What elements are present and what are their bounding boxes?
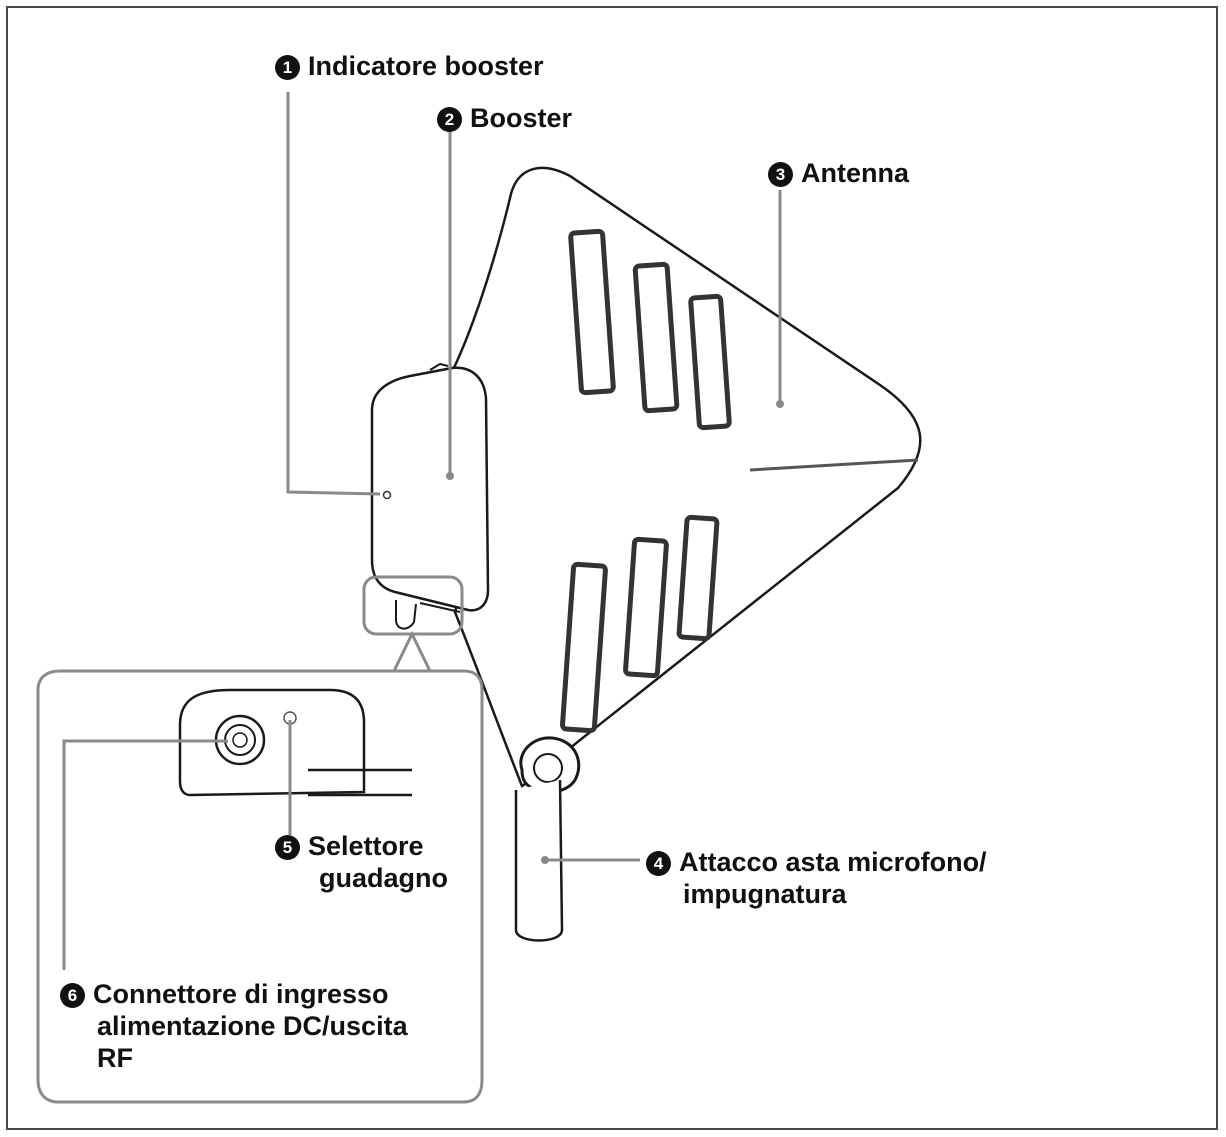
handle bbox=[514, 779, 564, 942]
callout-selettore-guadagno: 5 Selettore guadagno bbox=[275, 830, 448, 894]
callout-text: Indicatore booster bbox=[308, 51, 544, 81]
leader-line-1 bbox=[286, 92, 381, 496]
callout-attacco-asta: 4 Attacco asta microfono/ impugnatura bbox=[646, 846, 987, 910]
leader-line-6 bbox=[62, 739, 228, 970]
antenna-slot bbox=[560, 561, 608, 734]
zoom-connector bbox=[392, 630, 432, 672]
callout-text: Antenna bbox=[801, 158, 909, 188]
callout-text: Connettore di ingresso bbox=[93, 979, 389, 1009]
callout-text: alimentazione DC/uscita bbox=[97, 1011, 408, 1041]
callout-text: impugnatura bbox=[683, 879, 847, 909]
callout-number: 2 bbox=[437, 107, 462, 132]
antenna-slot bbox=[688, 293, 732, 431]
callout-connettore: 6 Connettore di ingresso alimentazione DC… bbox=[60, 978, 408, 1074]
callout-booster: 2 Booster bbox=[437, 102, 572, 134]
detail-frame bbox=[36, 669, 484, 1104]
antenna-slot bbox=[632, 261, 680, 414]
booster-body bbox=[370, 366, 490, 612]
callout-text: Attacco asta microfono/ bbox=[679, 847, 987, 877]
callout-number: 1 bbox=[275, 55, 300, 80]
callout-antenna: 3 Antenna bbox=[768, 157, 909, 189]
callout-text: guadagno bbox=[319, 863, 448, 893]
callout-text: Booster bbox=[470, 103, 573, 133]
antenna-element-line bbox=[749, 458, 919, 472]
callout-number: 6 bbox=[60, 983, 85, 1008]
antenna-slot bbox=[676, 514, 720, 642]
antenna-body bbox=[450, 166, 922, 788]
callout-text: Selettore bbox=[308, 831, 424, 861]
callout-number: 3 bbox=[768, 162, 793, 187]
antenna-slot bbox=[568, 228, 616, 396]
callout-indicatore-booster: 1 Indicatore booster bbox=[275, 50, 544, 82]
callout-text: RF bbox=[97, 1043, 133, 1073]
antenna-slot bbox=[623, 536, 669, 679]
callout-number: 4 bbox=[646, 851, 671, 876]
booster-indicator-led bbox=[382, 490, 392, 500]
callout-number: 5 bbox=[275, 835, 300, 860]
